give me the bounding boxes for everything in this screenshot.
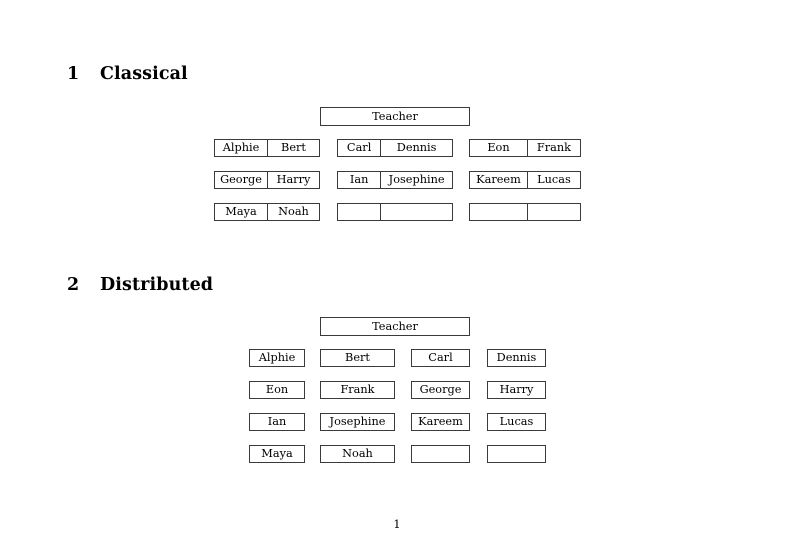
section-title: Classical: [100, 64, 188, 84]
name-box: Bert: [320, 349, 395, 367]
pair-row-empty: [469, 203, 581, 221]
name-cell-empty: [380, 204, 452, 220]
name-cell: Eon: [487, 141, 510, 155]
name-cell: Lucas: [526, 172, 580, 188]
name-cell-empty: [526, 204, 580, 220]
name-box: Ian: [249, 413, 305, 431]
name-cell-empty: [470, 204, 527, 220]
name-cell: Harry: [266, 172, 319, 188]
name-box: Kareem: [411, 413, 470, 431]
pair-row-empty: [337, 203, 453, 221]
name-box: George: [411, 381, 470, 399]
pair-row: Ian Josephine: [337, 171, 453, 189]
pair-row: Maya Noah: [214, 203, 320, 221]
name-box-empty: [487, 445, 546, 463]
name-cell: Bert: [266, 140, 319, 156]
name-cell-empty: [338, 204, 380, 220]
name-box: Dennis: [487, 349, 546, 367]
page-number: 1: [393, 518, 401, 531]
pair-row: Carl Dennis: [337, 139, 453, 157]
name-box: Maya: [249, 445, 305, 463]
pair-row: George Harry: [214, 171, 320, 189]
section-number: 2: [67, 275, 80, 295]
name-box: Eon: [249, 381, 305, 399]
name-cell: Dennis: [380, 140, 452, 156]
name-cell: Noah: [266, 204, 319, 220]
name-box: Harry: [487, 381, 546, 399]
section-title: Distributed: [100, 275, 214, 295]
teacher-box-distributed: Teacher: [320, 317, 470, 336]
name-box: Carl: [411, 349, 470, 367]
name-box: Noah: [320, 445, 395, 463]
name-cell: Alphie: [222, 141, 260, 155]
name-box: Frank: [320, 381, 395, 399]
section-number: 1: [67, 64, 80, 84]
name-cell: Josephine: [380, 172, 452, 188]
name-cell: Carl: [346, 141, 372, 155]
pair-row: Alphie Bert: [214, 139, 320, 157]
name-box: Josephine: [320, 413, 395, 431]
name-cell: Ian: [349, 173, 369, 187]
name-box: Alphie: [249, 349, 305, 367]
name-cell: Frank: [526, 140, 580, 156]
section-heading-distributed: 2 Distributed: [67, 275, 213, 295]
name-box: Lucas: [487, 413, 546, 431]
name-box-empty: [411, 445, 470, 463]
name-cell: Maya: [225, 205, 257, 219]
section-heading-classical: 1 Classical: [67, 64, 188, 84]
pair-row: Kareem Lucas: [469, 171, 581, 189]
name-cell: George: [220, 173, 262, 187]
teacher-box-classical: Teacher: [320, 107, 470, 126]
pair-row: Eon Frank: [469, 139, 581, 157]
name-cell: Kareem: [476, 173, 521, 187]
